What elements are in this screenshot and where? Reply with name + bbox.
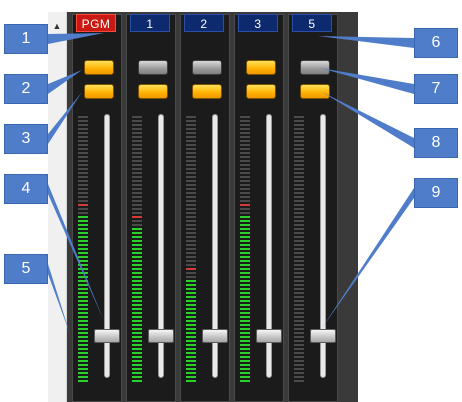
callout-leader-9	[322, 188, 414, 328]
channel-button-top[interactable]	[246, 60, 276, 75]
fader-knob[interactable]	[256, 328, 282, 343]
fader-track	[104, 114, 110, 378]
level-meter	[240, 116, 250, 384]
callout-leader-4	[48, 184, 104, 321]
channel-button-top[interactable]	[192, 60, 222, 75]
channel-button-bottom[interactable]	[138, 84, 168, 99]
fader-knob[interactable]	[94, 328, 120, 343]
fader-knob[interactable]	[148, 328, 174, 343]
callout-1: 1	[4, 24, 48, 54]
callout-leader-6	[318, 36, 414, 48]
callout-leader-8	[322, 92, 414, 148]
callout-5: 5	[4, 254, 48, 284]
callout-leader-5	[48, 264, 70, 334]
vertical-scrollbar[interactable]: ▲	[48, 12, 67, 402]
level-meter	[132, 116, 142, 384]
fader-track	[212, 114, 218, 378]
channel-button-bottom[interactable]	[84, 84, 114, 99]
channel-label[interactable]: 5	[292, 14, 332, 32]
channel-label[interactable]: 2	[184, 14, 224, 32]
channel-label[interactable]: 1	[130, 14, 170, 32]
callout-leader-2	[48, 70, 82, 94]
channel-button-bottom[interactable]	[246, 84, 276, 99]
callout-2: 2	[4, 74, 48, 104]
channel-button-top[interactable]	[138, 60, 168, 75]
channel-button-bottom[interactable]	[300, 84, 330, 99]
callout-4: 4	[4, 174, 48, 204]
callout-3: 3	[4, 124, 48, 154]
level-meter	[294, 116, 304, 384]
fader-track	[158, 114, 164, 378]
fader-track	[320, 114, 326, 378]
callout-leader-1	[48, 33, 104, 44]
channel-button-bottom[interactable]	[192, 84, 222, 99]
level-meter	[186, 116, 196, 384]
callout-leader-7	[320, 68, 414, 94]
channel-button-top[interactable]	[84, 60, 114, 75]
callout-8: 8	[414, 128, 458, 158]
callout-leader-3	[48, 92, 82, 144]
fader-track	[266, 114, 272, 378]
channel-label[interactable]: PGM	[76, 14, 116, 32]
callout-7: 7	[414, 74, 458, 104]
callout-6: 6	[414, 28, 458, 58]
scroll-up-icon[interactable]: ▲	[52, 21, 62, 31]
fader-knob[interactable]	[310, 328, 336, 343]
channel-button-top[interactable]	[300, 60, 330, 75]
channel-label[interactable]: 3	[238, 14, 278, 32]
fader-knob[interactable]	[202, 328, 228, 343]
level-meter	[78, 116, 88, 384]
callout-9: 9	[414, 178, 458, 208]
